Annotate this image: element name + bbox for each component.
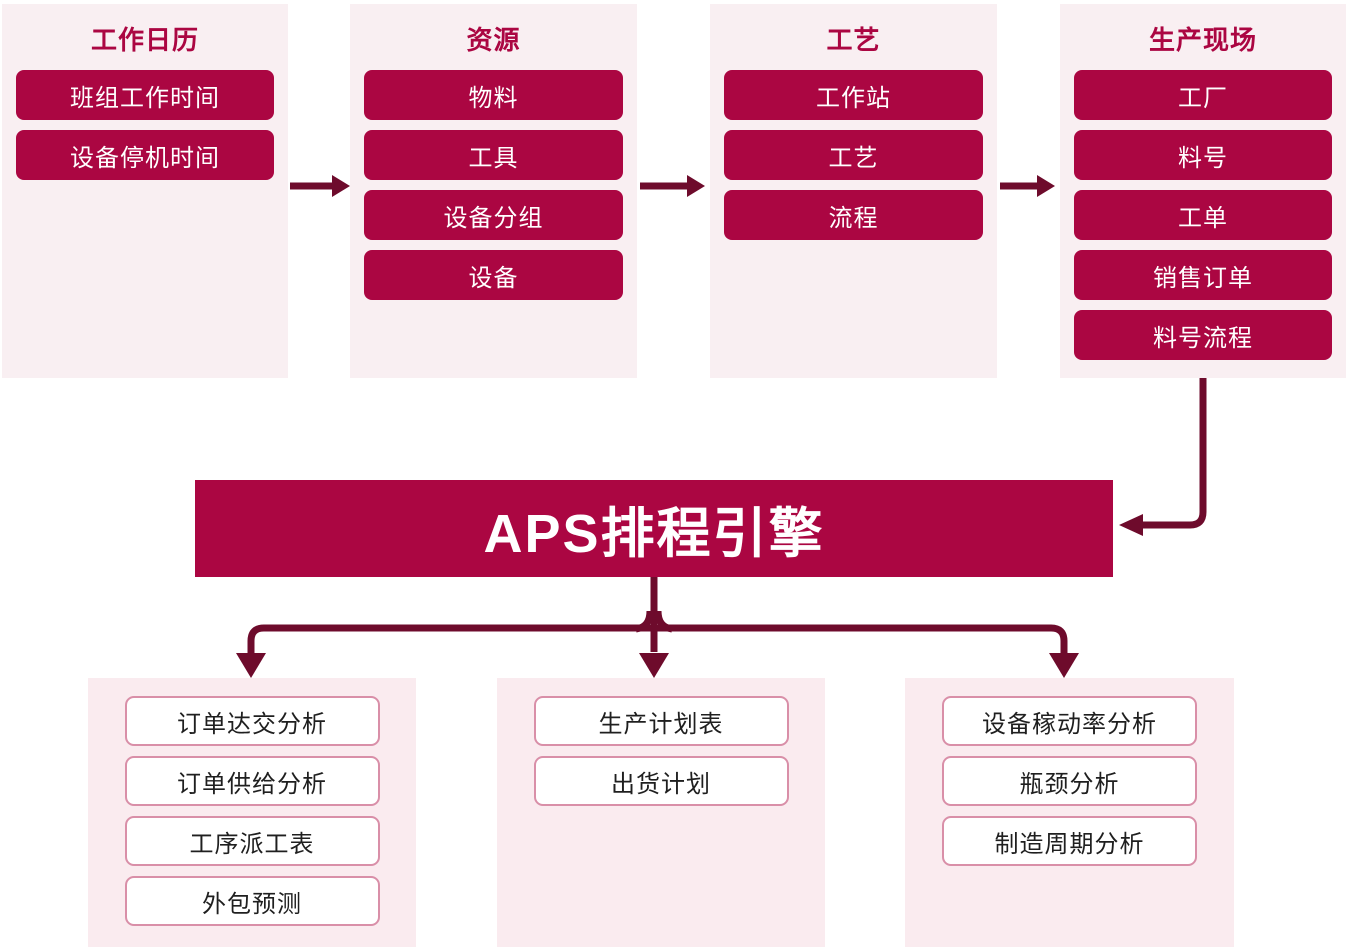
arrowhead-floor-to-engine <box>1119 514 1143 536</box>
panel-resources-title: 资源 <box>466 25 521 55</box>
node-outsourcing-forecast: 外包预测 <box>124 876 380 926</box>
branch-fillet-right <box>654 610 673 633</box>
node-team-work-hours: 班组工作时间 <box>16 70 274 120</box>
node-equipment-group: 设备分组 <box>364 190 623 240</box>
arrowhead-to-equipment-analysis <box>1049 653 1079 678</box>
branch-fillet-left <box>635 610 654 633</box>
node-equipment: 设备 <box>364 250 623 300</box>
panel-process: 工艺 工作站 工艺 流程 <box>710 4 997 378</box>
panel-order-analysis: 订单达交分析 订单供给分析 工序派工表 外包预测 <box>88 678 416 947</box>
arrowhead-to-plans <box>639 653 669 678</box>
node-part-number-flow: 料号流程 <box>1074 310 1332 360</box>
panel-work-calendar: 工作日历 班组工作时间 设备停机时间 <box>2 4 288 378</box>
node-operation-dispatch-list: 工序派工表 <box>124 816 380 866</box>
arrowhead-resources-to-process <box>687 175 705 197</box>
node-factory: 工厂 <box>1074 70 1332 120</box>
arrowhead-calendar-to-resources <box>332 175 350 197</box>
node-process: 工艺 <box>724 130 983 180</box>
panel-production-floor-title: 生产现场 <box>1148 25 1257 55</box>
node-equipment-utilization-analysis: 设备稼动率分析 <box>942 696 1197 746</box>
panel-process-title: 工艺 <box>826 25 881 55</box>
node-materials: 物料 <box>364 70 623 120</box>
panel-work-calendar-title: 工作日历 <box>90 25 199 55</box>
panel-equipment-analysis: 设备稼动率分析 瓶颈分析 制造周期分析 <box>905 678 1234 947</box>
panel-production-floor: 生产现场 工厂 料号 工单 销售订单 料号流程 <box>1060 4 1346 378</box>
node-work-order: 工单 <box>1074 190 1332 240</box>
node-shipping-plan: 出货计划 <box>533 756 789 806</box>
node-equipment-downtime: 设备停机时间 <box>16 130 274 180</box>
node-manufacturing-cycle-analysis: 制造周期分析 <box>942 816 1197 866</box>
node-part-number: 料号 <box>1074 130 1332 180</box>
node-sales-order: 销售订单 <box>1074 250 1332 300</box>
node-order-fulfillment-analysis: 订单达交分析 <box>124 696 380 746</box>
arrowhead-process-to-floor <box>1037 175 1055 197</box>
node-tools: 工具 <box>364 130 623 180</box>
branch-bar <box>247 624 1068 655</box>
node-production-plan: 生产计划表 <box>533 696 789 746</box>
aps-engine-banner: APS排程引擎 <box>195 480 1113 577</box>
arrow-floor-to-engine <box>1143 378 1207 529</box>
panel-resources: 资源 物料 工具 设备分组 设备 <box>350 4 637 378</box>
panel-plans: 生产计划表 出货计划 <box>497 678 825 947</box>
node-flow: 流程 <box>724 190 983 240</box>
arrowhead-to-order-analysis <box>236 653 266 678</box>
node-bottleneck-analysis: 瓶颈分析 <box>942 756 1197 806</box>
node-workstation: 工作站 <box>724 70 983 120</box>
node-order-supply-analysis: 订单供给分析 <box>124 756 380 806</box>
